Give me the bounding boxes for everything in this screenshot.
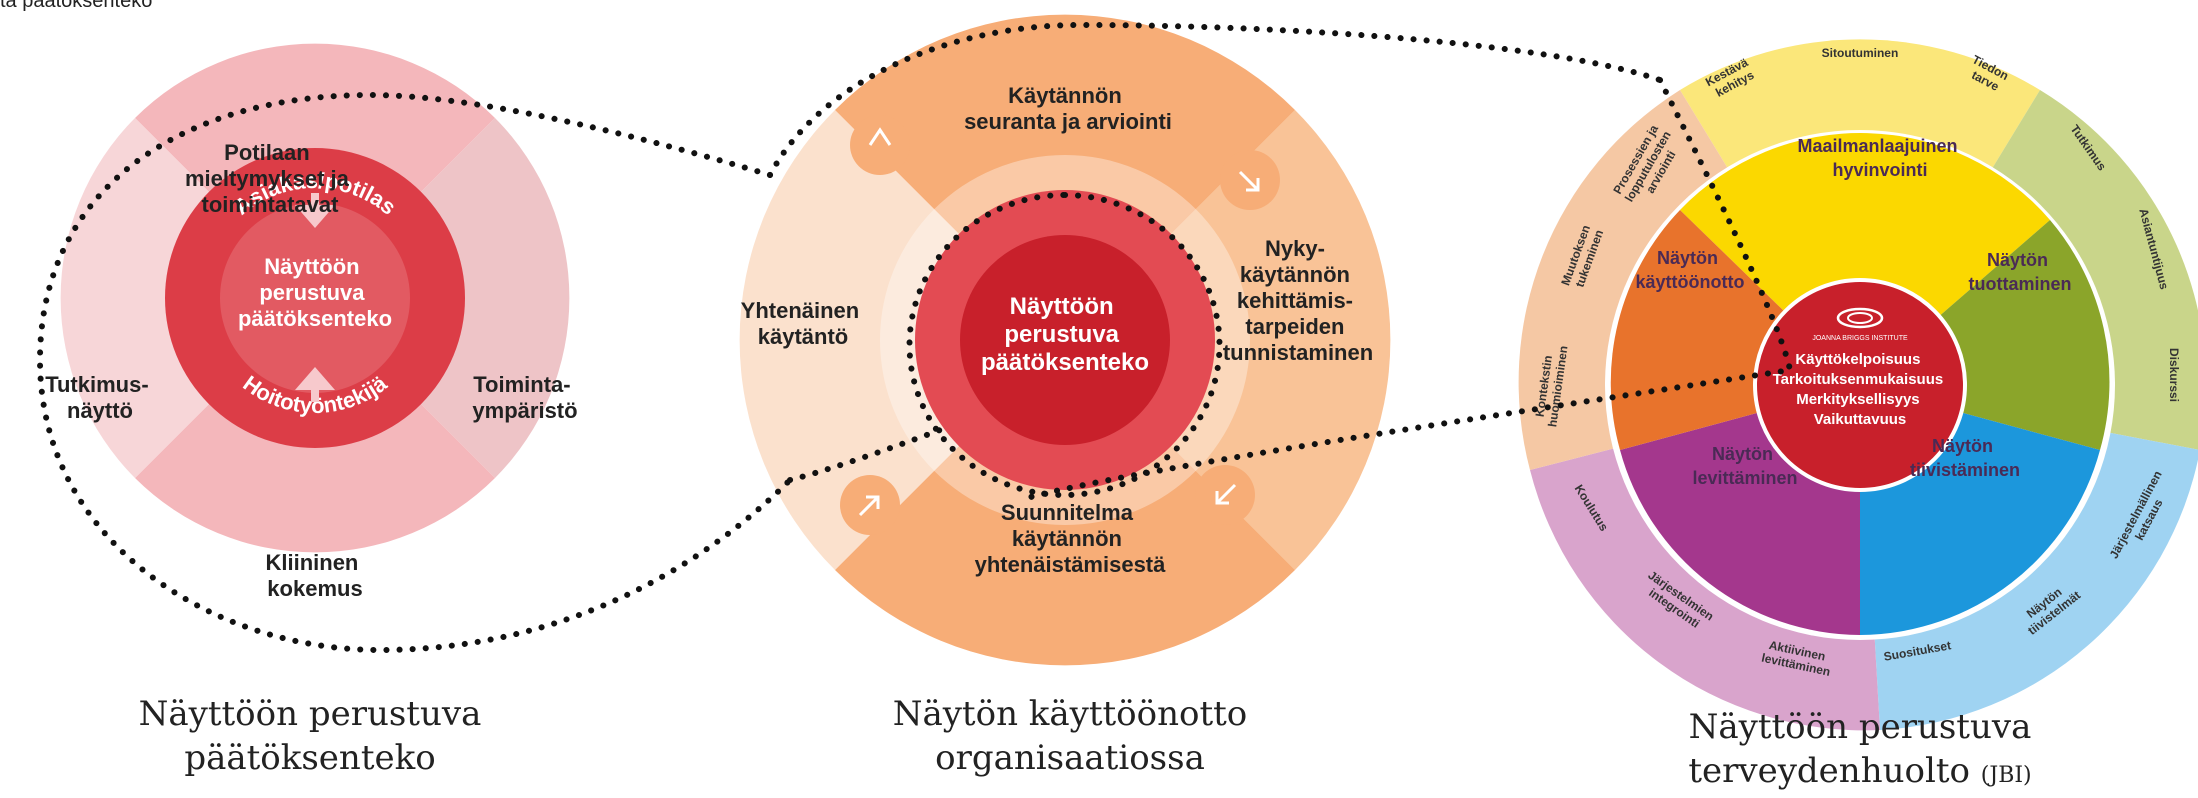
dotted-outline-2b xyxy=(1017,77,1794,503)
sector-left-label: Tutkimus- näyttö xyxy=(45,372,155,423)
quad-top xyxy=(1680,133,2050,385)
header-fragment: ta päätöksenteko xyxy=(0,0,153,12)
arrow-bump-icon xyxy=(840,475,900,535)
jbi-org-label: JOANNA BRIGGS INSTITUTE xyxy=(1812,335,1908,342)
bottom-label: Suunnitelma käytännön yhtenäistämisestä xyxy=(975,500,1167,577)
caption-line: organisaatiossa xyxy=(935,738,1205,778)
quadrant-left xyxy=(739,110,1065,570)
caption-line: Näytön käyttöönotto xyxy=(892,694,1248,734)
quadrant-top xyxy=(835,14,1295,340)
caption-jbi: Näyttöön perustuva terveydenhuolto (JBI) xyxy=(1600,705,2120,798)
diagram-jbi-model: JOANNA BRIGGS INSTITUTE Käyttökelpoisuus… xyxy=(1515,39,2198,731)
jbi-core xyxy=(1753,278,1967,492)
arrow-bump-icon xyxy=(850,115,910,175)
quad-right-label: Näytön tuottaminen xyxy=(1969,250,2072,294)
dotted-zoom-outlines xyxy=(36,21,1794,654)
quad-bottom-left-label: Näytön levittäminen xyxy=(1692,444,1797,488)
jbi-center-label: Käyttökelpoisuus Tarkoituksenmukaisuus M… xyxy=(1773,351,1948,428)
quad-bottom-right-label: Näytön tiivistäminen xyxy=(1910,436,2020,480)
diagram-implementation: Näyttöön perustuva päätöksenteko Käytänn… xyxy=(739,14,1391,666)
dotted-outline-1 xyxy=(36,91,793,654)
sector-top-label: Potilaan mieltymykset ja toimintatavat xyxy=(185,140,355,217)
center-core xyxy=(960,235,1170,445)
sector-right-label: Toiminta- ympäristö xyxy=(472,372,577,423)
arrow-up-icon xyxy=(295,367,335,402)
right-label: Nyky- käytännön kehittämis- tarpeiden tu… xyxy=(1223,236,1373,365)
diagram-decision-making: Asiakas/potilas Hoitotyöntekijä Näyttöön… xyxy=(45,43,578,601)
arrow-bump-icon xyxy=(1195,465,1255,525)
caption-implementation: Näytön käyttöönotto organisaatiossa xyxy=(820,692,1320,780)
left-label: Yhtenäinen käytäntö xyxy=(741,298,866,349)
caption-text: terveydenhuolto xyxy=(1688,751,1970,791)
caption-line: päätöksenteko xyxy=(184,738,436,778)
center-label: Näyttöön perustuva päätöksenteko xyxy=(981,293,1149,376)
jbi-logo-icon xyxy=(1836,307,1884,329)
dotted-connector-lower xyxy=(787,427,943,483)
caption-line: Näyttöön perustuva xyxy=(138,694,482,734)
outer-label-context: Kontekstin huomioiminen xyxy=(1531,343,1570,428)
arrow-bump-icon xyxy=(1220,150,1280,210)
arrow-down-icon xyxy=(295,193,335,228)
caption-decision-making: Näyttöön perustuva päätöksenteko xyxy=(60,692,560,780)
quadrant-bottom xyxy=(835,340,1295,666)
outer-label-commitment: Sitoutuminen xyxy=(1822,46,1899,60)
quad-left-label: Näytön käyttöönotto xyxy=(1636,248,1745,292)
caption-line: terveydenhuolto (JBI) xyxy=(1600,749,2120,798)
dotted-outline-2 xyxy=(767,21,1663,178)
inner-core xyxy=(220,203,410,393)
top-label: Käytännön seuranta ja arviointi xyxy=(964,83,1172,134)
quadrant-right xyxy=(1065,110,1391,570)
caption-line: Näyttöön perustuva xyxy=(1688,707,2032,747)
quad-top-label: Maailmanlaajuinen hyvinvointi xyxy=(1797,136,1962,180)
caption-abbrev: (JBI) xyxy=(1980,763,2032,788)
center-label: Näyttöön perustuva päätöksenteko xyxy=(238,254,392,331)
sector-bottom-label: Kliininen kokemus xyxy=(265,550,364,601)
outer-label-discourse: Diskurssi xyxy=(2167,348,2181,402)
